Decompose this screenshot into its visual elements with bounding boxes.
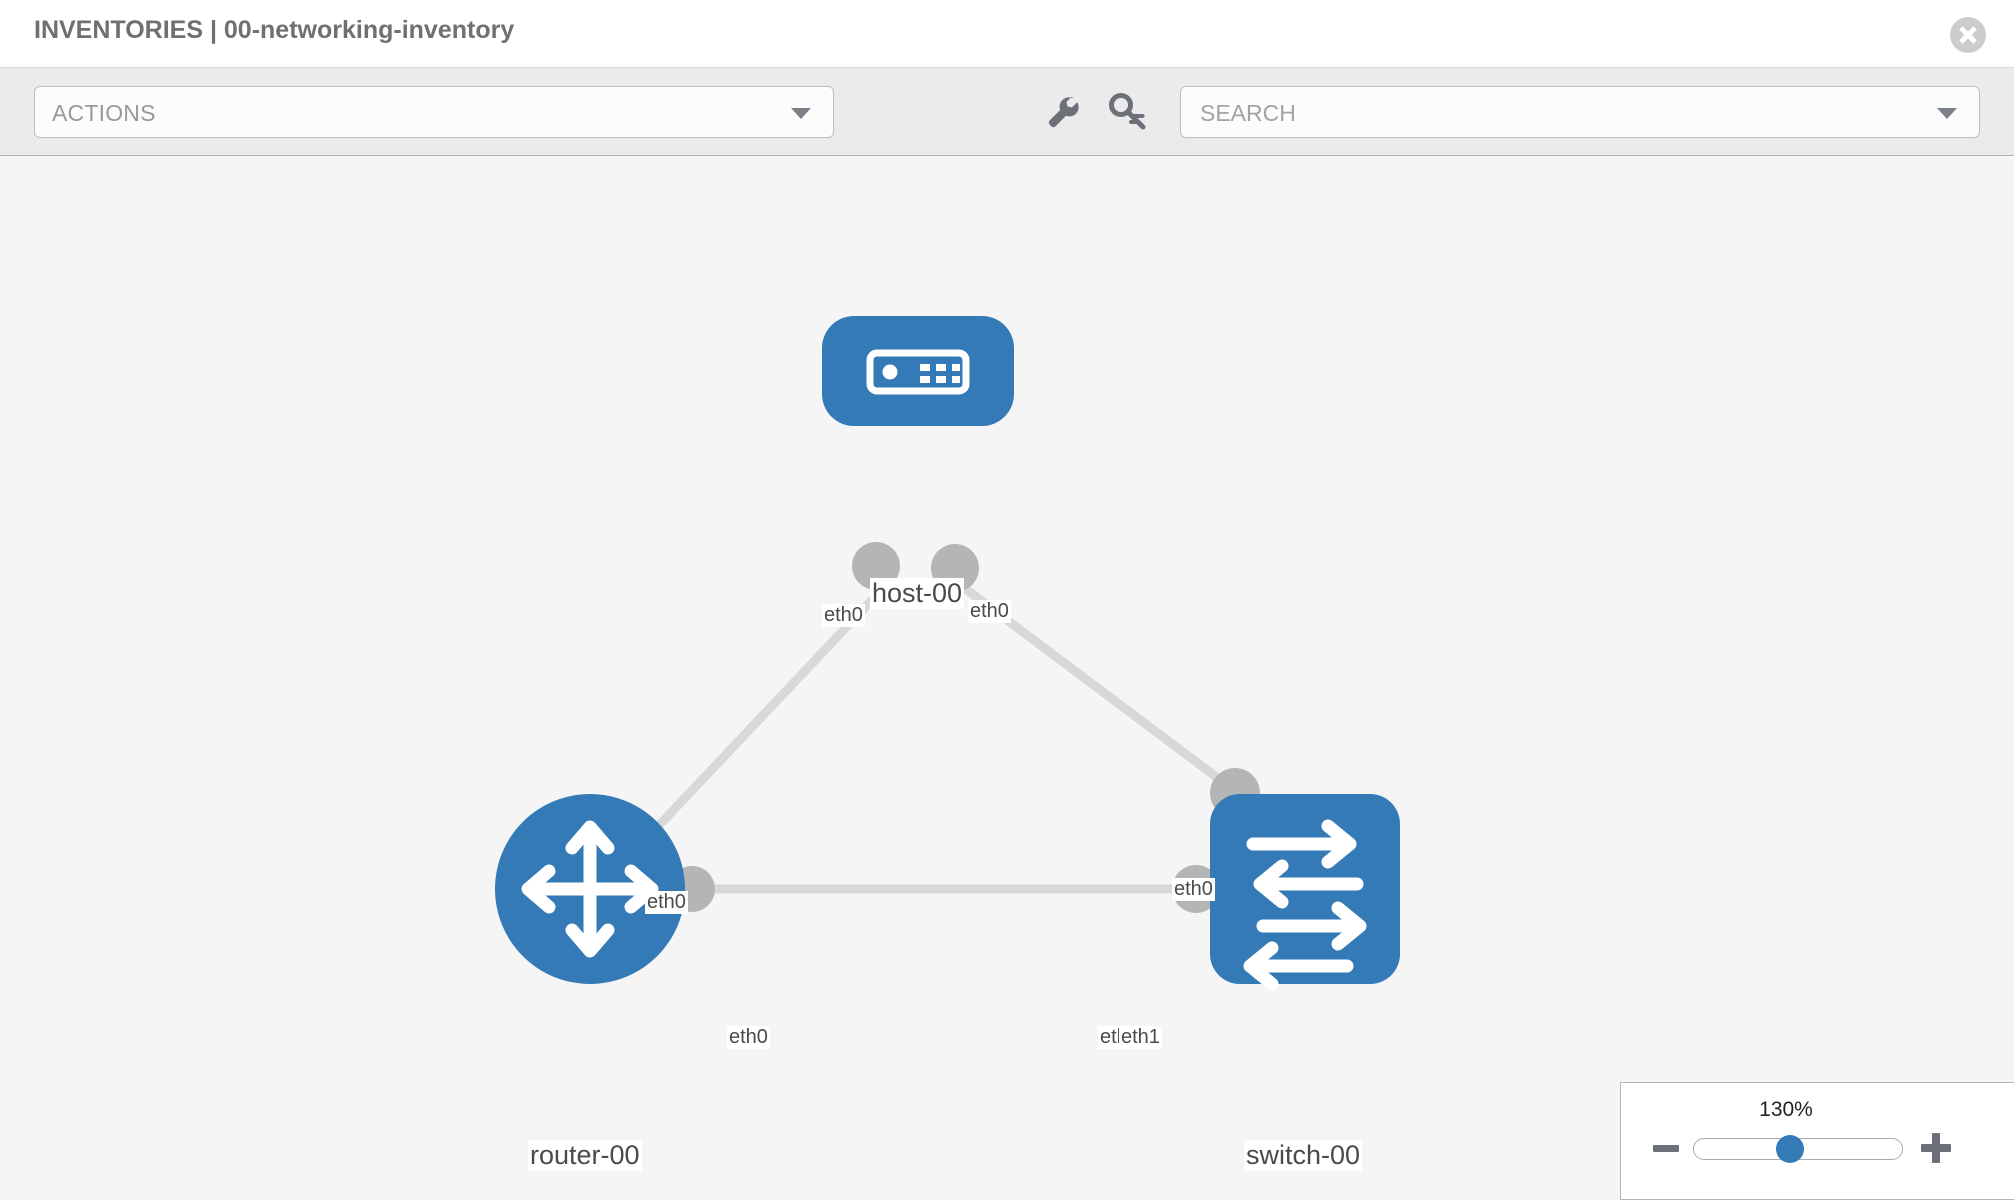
server-icon	[866, 349, 970, 395]
iface-label-switch-up: eth0	[1172, 878, 1215, 901]
topology-canvas[interactable]: host-00 router-00 switch-00 eth0 eth0 et…	[0, 156, 2014, 1200]
toolbar: ACTIONS	[0, 68, 2014, 156]
node-label-host-00: host-00	[870, 578, 965, 609]
router-arrows-icon	[521, 820, 659, 958]
minus-icon[interactable]	[1653, 1145, 1679, 1152]
node-host-00[interactable]	[822, 316, 1014, 426]
chevron-down-icon	[791, 108, 811, 119]
iface-label-host-right: eth0	[968, 600, 1011, 623]
toolbar-icon-group	[1040, 88, 1170, 136]
iface-label-switch-left-b: eth1	[1119, 1026, 1162, 1049]
topology-graph	[495, 316, 1400, 991]
app-header: INVENTORIES | 00-networking-inventory	[0, 0, 2014, 68]
zoom-level-label: 130%	[1759, 1098, 1813, 1121]
zoom-slider-thumb[interactable]	[1776, 1135, 1804, 1163]
node-switch-00[interactable]	[1210, 794, 1400, 991]
zoom-control-panel: 130%	[1620, 1082, 2014, 1200]
link-group	[626, 577, 1238, 894]
page-title: INVENTORIES | 00-networking-inventory	[34, 16, 515, 44]
iface-label-router-right: eth0	[727, 1026, 770, 1049]
node-label-router-00: router-00	[528, 1140, 642, 1171]
wrench-icon[interactable]	[1040, 88, 1088, 136]
node-label-switch-00: switch-00	[1244, 1140, 1363, 1171]
iface-label-router-up: eth0	[645, 891, 688, 914]
close-icon[interactable]	[1950, 17, 1986, 53]
actions-dropdown[interactable]: ACTIONS	[34, 86, 834, 138]
chevron-down-icon[interactable]	[1937, 108, 1957, 119]
actions-dropdown-label: ACTIONS	[52, 100, 156, 126]
iface-label-host-left: eth0	[822, 604, 865, 627]
search-field-wrapper[interactable]	[1180, 86, 1980, 139]
node-router-00[interactable]	[495, 794, 685, 984]
key-icon[interactable]	[1104, 88, 1152, 136]
search-input[interactable]	[1198, 87, 1902, 139]
switch-arrows-icon	[1243, 819, 1367, 991]
plus-icon[interactable]	[1921, 1133, 1951, 1163]
plus-icon-v	[1932, 1133, 1940, 1163]
